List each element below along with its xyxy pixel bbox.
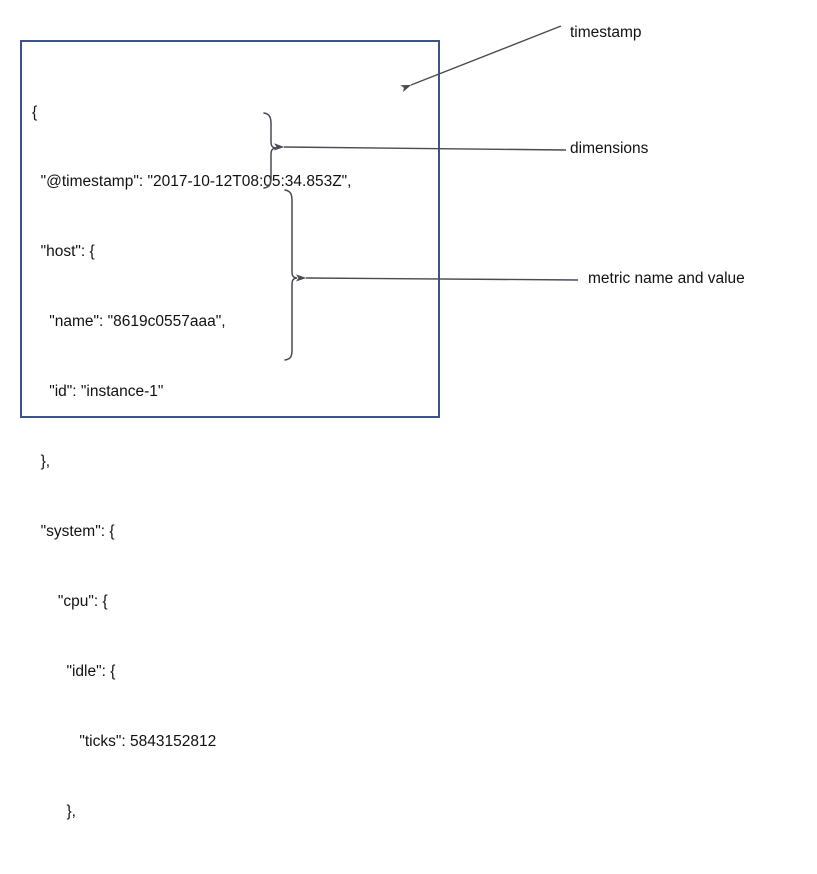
json-line-host-name: "name": "8619c0557aaa", bbox=[32, 313, 226, 331]
callout-label-timestamp: timestamp bbox=[570, 24, 642, 41]
json-line-host-open: "host": { bbox=[32, 243, 95, 261]
json-line-ellipsis: … bbox=[32, 869, 352, 874]
json-line-system-open: "system": { bbox=[32, 522, 115, 540]
json-line-idle-close: }, bbox=[32, 802, 76, 820]
json-line: { bbox=[32, 103, 38, 121]
callout-label-dimensions: dimensions bbox=[570, 140, 649, 157]
callout-label-metric: metric name and value bbox=[588, 270, 745, 287]
json-line-cpu-open: "cpu": { bbox=[32, 592, 108, 610]
json-line-host-close: }, bbox=[32, 453, 51, 471]
json-line-timestamp: "@timestamp": "2017-10-12T08:05:34.853Z"… bbox=[32, 173, 352, 191]
json-line-idle-open: "idle": { bbox=[32, 662, 116, 680]
json-document-box: { "@timestamp": "2017-10-12T08:05:34.853… bbox=[20, 40, 440, 874]
json-line-ticks: "ticks": 5843152812 bbox=[32, 732, 217, 750]
json-code-block: { "@timestamp": "2017-10-12T08:05:34.853… bbox=[32, 54, 352, 874]
json-line-host-id: "id": "instance-1" bbox=[32, 383, 164, 401]
